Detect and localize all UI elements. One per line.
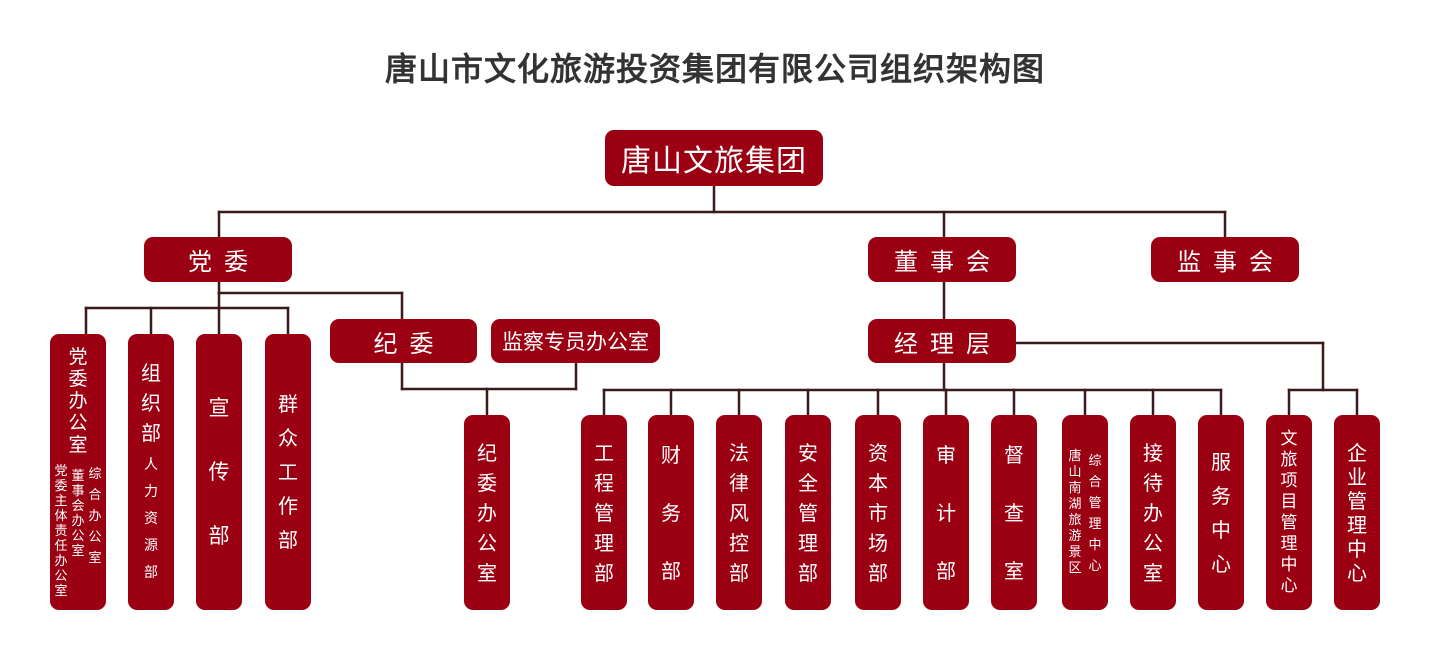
organization-dept-label: 组织部 [141,360,161,445]
discipline-committee-node: 纪委 [330,319,477,363]
capital-market-dept-node: 资本市场部 [855,415,901,610]
management-node: 经理层 [868,319,1016,363]
nanhu-scenic-node: 唐山南湖旅游景区 综合管理中心 [1062,415,1108,610]
nanhu-scenic-right: 综合管理中心 [1088,453,1102,574]
cultural-tourism-project-center-node: 文旅项目管理中心 [1266,415,1312,610]
audit-dept-node: 审计部 [923,415,969,610]
supervisory-board-node: 监事会 [1151,237,1299,282]
safety-dept-node: 安全管理部 [785,415,831,610]
audit-dept-label: 审计部 [936,442,956,583]
engineering-dept-node: 工程管理部 [581,415,627,610]
party-committee-node: 党委 [144,237,292,282]
supervision-office-node: 监察专员办公室 [491,319,660,363]
organization-dept-node: 组织部 人力资源部 [128,334,174,610]
enterprise-management-center-node: 企业管理中心 [1334,415,1380,610]
party-office-sub-left: 党委主体责任办公室 [54,463,68,599]
legal-risk-dept-node: 法律风控部 [716,415,762,610]
organization-dept-sub: 人力资源部 [144,456,158,581]
reception-office-node: 接待办公室 [1130,415,1176,610]
cultural-tourism-project-center-label: 文旅项目管理中心 [1280,428,1298,596]
engineering-dept-label: 工程管理部 [594,440,614,585]
board-node: 董事会 [868,237,1016,282]
party-office-label: 党委办公室 [68,345,88,456]
service-center-node: 服务中心 [1198,415,1244,610]
party-office-sub-mid: 董事会办公室 [71,468,85,559]
root-node: 唐山文旅集团 [605,130,823,186]
publicity-dept-label: 宣传部 [208,396,230,548]
discipline-office-label: 纪委办公室 [477,440,497,585]
publicity-dept-node: 宣传部 [196,334,242,610]
finance-dept-node: 财务部 [648,415,694,610]
page-title: 唐山市文化旅游投资集团有限公司组织架构图 [384,50,1045,88]
discipline-office-node: 纪委办公室 [464,415,510,610]
service-center-label: 服务中心 [1211,449,1231,576]
reception-office-label: 接待办公室 [1143,440,1163,585]
mass-work-dept-node: 群众工作部 [265,334,311,610]
party-office-node: 党委办公室 党委主体责任办公室 董事会办公室 综合办公室 [50,334,106,610]
enterprise-management-center-label: 企业管理中心 [1347,440,1367,585]
nanhu-scenic-left: 唐山南湖旅游景区 [1068,448,1082,576]
legal-risk-dept-label: 法律风控部 [729,440,749,585]
safety-dept-label: 安全管理部 [798,440,818,585]
inspection-office-label: 督查室 [1004,442,1024,583]
party-office-sub-right: 综合办公室 [88,466,102,566]
mass-work-dept-label: 群众工作部 [278,392,298,552]
capital-market-dept-label: 资本市场部 [868,440,888,585]
finance-dept-label: 财务部 [661,442,681,583]
inspection-office-node: 督查室 [991,415,1037,610]
